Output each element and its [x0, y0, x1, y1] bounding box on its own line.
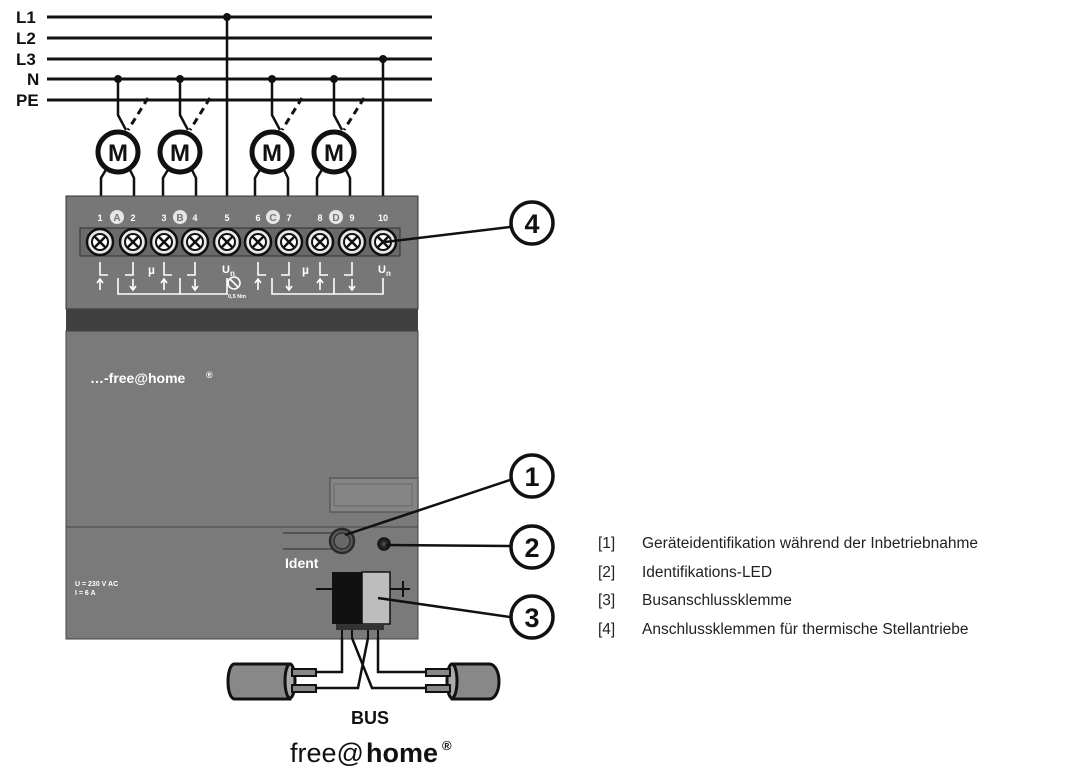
callout-1: 1	[509, 453, 555, 499]
callout-2-label: 2	[524, 533, 539, 563]
logo-prefix: free@	[290, 738, 364, 768]
line-labels: L1 L2 L3 N PE	[16, 8, 39, 110]
torque-label: 0,5 Nm	[228, 294, 246, 300]
terminal-number: 8	[317, 213, 322, 223]
callout-3-label: 3	[524, 603, 539, 633]
terminal-screw	[212, 227, 242, 257]
callout-3: 3	[509, 594, 555, 640]
legend-list: [1] Geräteidentifikation während der Inbe…	[598, 530, 978, 644]
logo-reg: ®	[442, 738, 452, 753]
pe-dashed-wires	[126, 97, 366, 131]
motor-d-label: M	[324, 140, 344, 167]
terminal-marks: µ µ U n U n 0,5 Nm	[148, 263, 391, 300]
terminal-number: 5	[224, 213, 229, 223]
legend-item: [1] Geräteidentifikation während der Inbe…	[598, 530, 978, 559]
terminal-screw	[337, 227, 367, 257]
device-brand-reg: ®	[206, 370, 213, 380]
motor-a: M	[95, 129, 141, 198]
legend-text: Anschlussklemmen für thermische Stellant…	[642, 620, 969, 638]
motor-d: M	[311, 129, 357, 198]
terminal-number: 9	[349, 213, 354, 223]
mu-mark: µ	[148, 263, 155, 277]
motor-c-label: M	[262, 140, 282, 167]
feed-wires	[116, 17, 385, 198]
junctions	[114, 13, 387, 83]
un-subscript: n	[386, 269, 391, 278]
legend-text: Identifikations-LED	[642, 563, 773, 581]
rating-voltage: U = 230 V AC	[75, 581, 118, 588]
line-label-l3: L3	[16, 50, 36, 69]
bus-terminal	[316, 571, 410, 638]
terminal-screw	[85, 227, 115, 257]
motor-a-label: M	[108, 140, 128, 167]
terminal-number: 4	[192, 213, 197, 223]
legend-number: [4]	[598, 620, 616, 638]
logo-bold: home	[366, 738, 438, 768]
channel-badge: C	[269, 213, 276, 224]
terminal-screw	[274, 227, 304, 257]
un-mark: U	[222, 264, 230, 276]
callout-2: 2	[509, 524, 555, 570]
channel-badge: A	[113, 213, 120, 224]
bus-label: BUS	[351, 708, 389, 728]
terminal-number: 3	[161, 213, 166, 223]
un-mark: U	[378, 264, 386, 276]
channel-badges: A B C D	[110, 210, 343, 224]
terminal-number: 2	[130, 213, 135, 223]
callout-4: 4	[509, 200, 555, 246]
rating-text: U = 230 V AC I = 6 A	[75, 581, 118, 597]
legend-item: [2] Identifikations-LED	[598, 559, 978, 588]
motor-c: M	[249, 129, 295, 198]
line-label-l1: L1	[16, 8, 36, 27]
callout-1-label: 1	[524, 462, 539, 492]
un-subscript: n	[230, 269, 235, 278]
legend-number: [1]	[598, 535, 616, 552]
line-label-l2: L2	[16, 29, 36, 48]
rating-current: I = 6 A	[75, 590, 96, 597]
terminal-number: 1	[97, 213, 102, 223]
mu-mark: µ	[302, 263, 309, 277]
legend-number: [2]	[598, 563, 616, 581]
terminal-number: 7	[286, 213, 291, 223]
terminal-screw	[305, 227, 335, 257]
terminal-number: 6	[255, 213, 260, 223]
legend-text: Geräteidentifikation während der Inbetri…	[642, 535, 979, 552]
line-label-pe: PE	[16, 91, 39, 110]
terminal-screw	[149, 227, 179, 257]
ident-area	[283, 532, 332, 550]
callout-leaders	[344, 225, 511, 619]
motor-b-label: M	[170, 140, 190, 167]
channel-badge: B	[176, 213, 183, 224]
legend-item: [3] Busanschlussklemme	[598, 587, 978, 616]
bus-cable	[226, 637, 501, 701]
terminal-number: 10	[378, 213, 388, 223]
terminal-strip	[79, 227, 401, 257]
free-at-home-logo: free@ home ®	[290, 738, 452, 768]
terminal-numbers: 1 2 3 4 5 6 7 8 9 10	[97, 213, 388, 223]
terminal-symbols	[96, 262, 384, 295]
supply-lines	[47, 15, 432, 102]
motor-b: M	[157, 129, 203, 198]
device-brand-label: …-free@home	[90, 370, 186, 386]
callout-4-label: 4	[524, 209, 539, 239]
terminal-screw	[180, 227, 210, 257]
ident-label: Ident	[285, 555, 319, 571]
legend-item: [4] Anschlussklemmen für thermische Stell…	[598, 616, 978, 645]
channel-badge: D	[332, 213, 339, 224]
legend-number: [3]	[598, 592, 616, 609]
line-label-n: N	[27, 70, 39, 89]
legend-text: Busanschlussklemme	[642, 592, 792, 609]
terminal-screw	[243, 227, 273, 257]
terminal-screw	[118, 227, 148, 257]
